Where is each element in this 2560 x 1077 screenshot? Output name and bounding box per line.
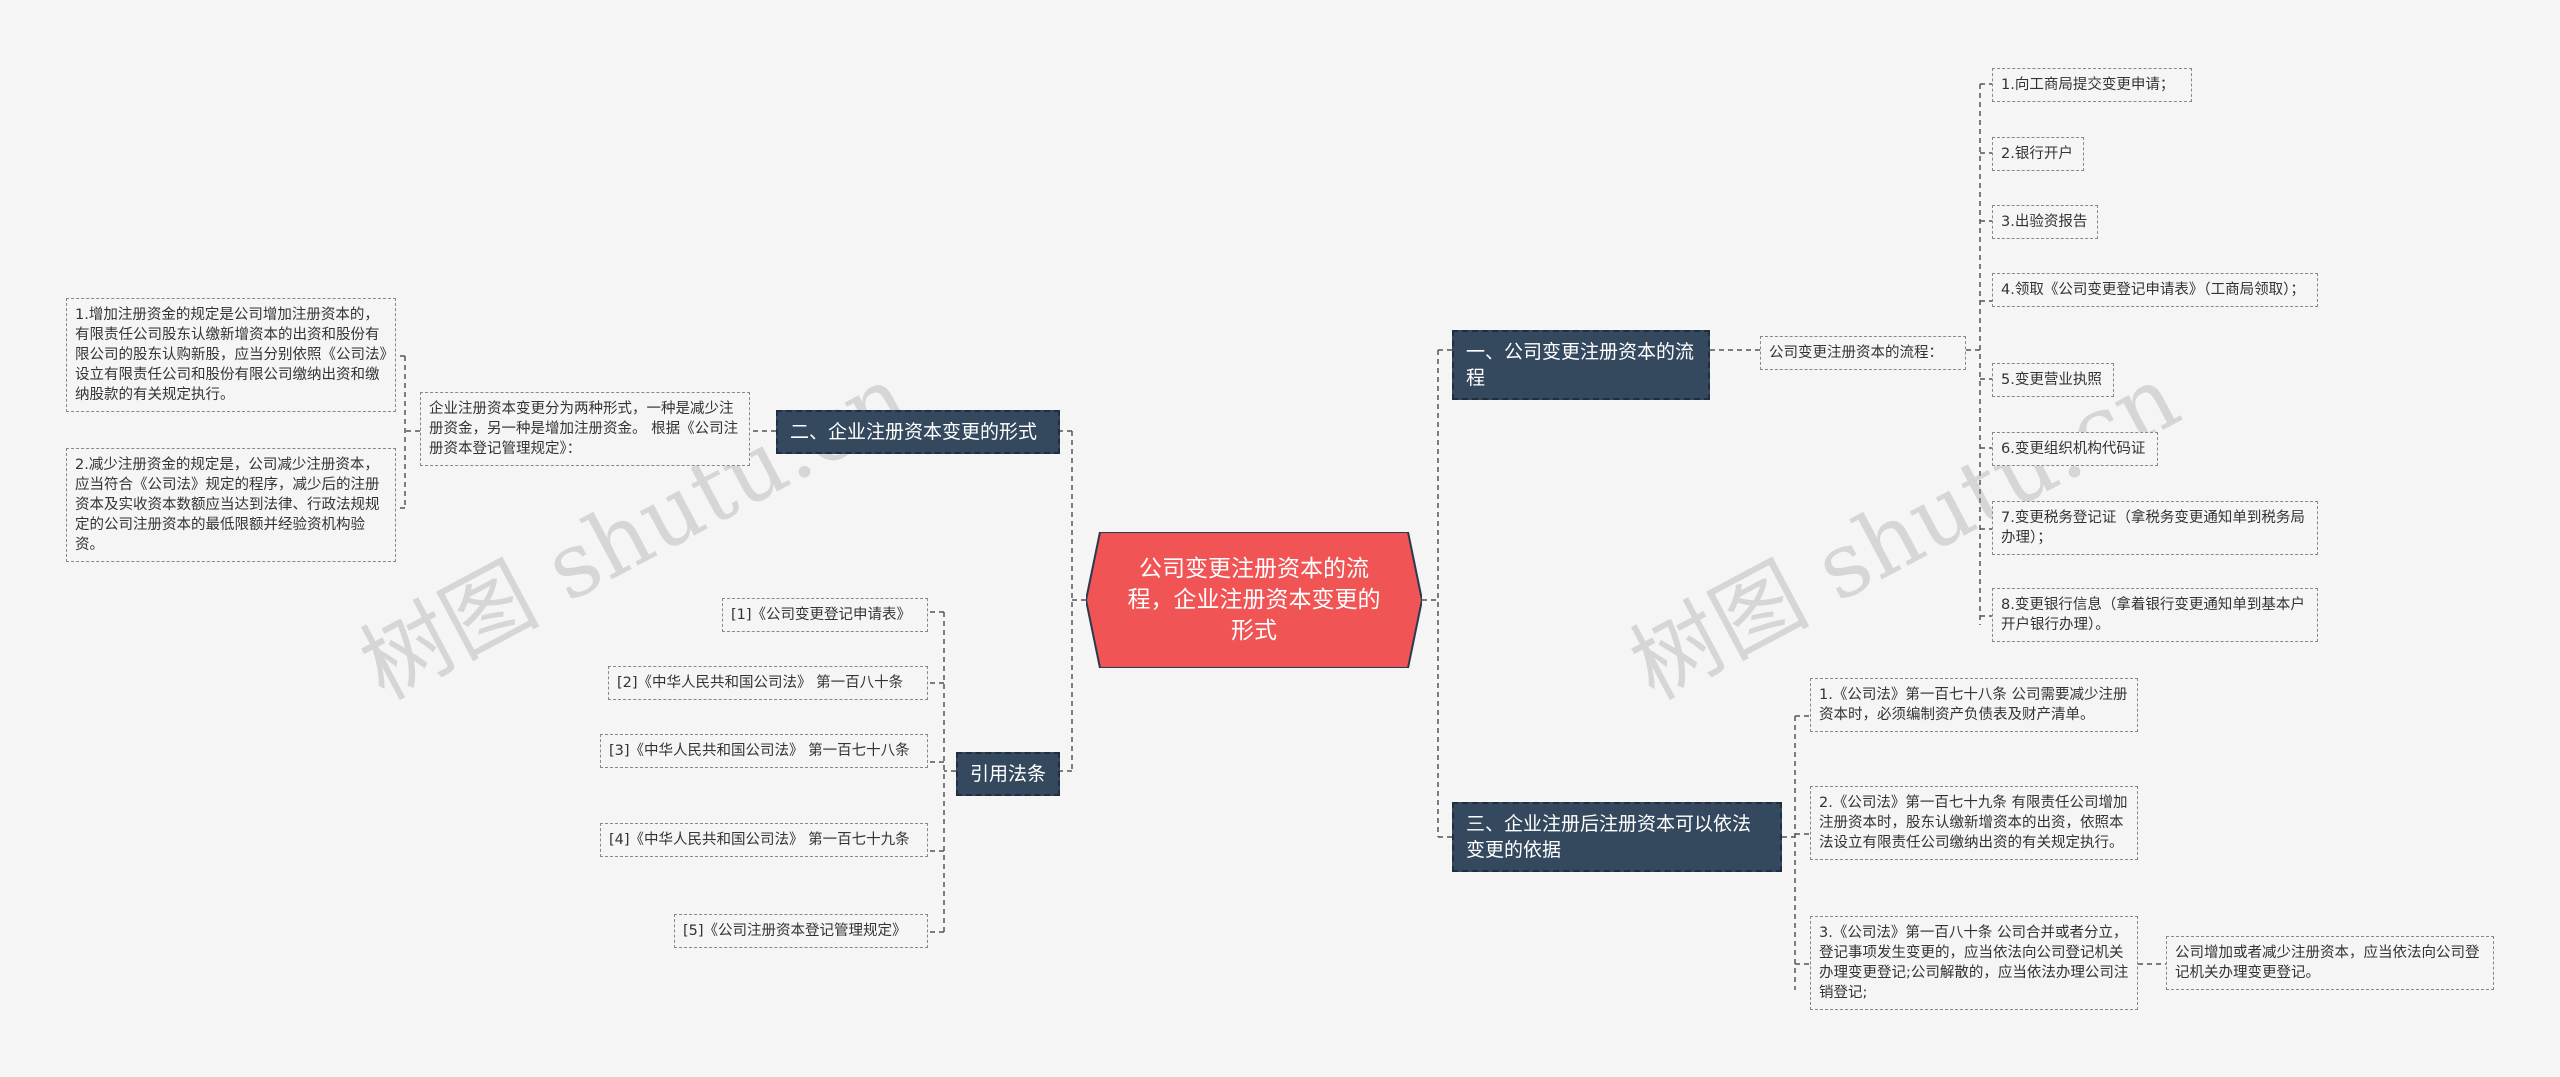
branch-change-forms[interactable]: 二、企业注册资本变更的形式 — [776, 410, 1060, 454]
change-forms-intro[interactable]: 企业注册资本变更分为两种形式，一种是减少注册资金，另一种是增加注册资金。 根据《… — [420, 392, 750, 466]
branch-registration-process[interactable]: 一、公司变更注册资本的流程 — [1452, 330, 1710, 400]
process-step-7[interactable]: 7.变更税务登记证（拿税务变更通知单到税务局办理）； — [1992, 501, 2318, 555]
change-form-increase[interactable]: 1.增加注册资金的规定是公司增加注册资本的，有限责任公司股东认缴新增资本的出资和… — [66, 298, 396, 412]
root-label: 公司变更注册资本的流程，企业注册资本变更的形式 — [1127, 555, 1381, 644]
process-step-6[interactable]: 6.变更组织机构代码证 — [1992, 432, 2158, 466]
process-step-8[interactable]: 8.变更银行信息（拿着银行变更通知单到基本户开户银行办理）。 — [1992, 588, 2318, 642]
legal-basis-item-1[interactable]: 1.《公司法》第一百七十八条 公司需要减少注册资本时，必须编制资产负债表及财产清… — [1810, 678, 2138, 732]
process-step-1[interactable]: 1.向工商局提交变更申请； — [1992, 68, 2192, 102]
branch-cited-articles[interactable]: 引用法条 — [956, 752, 1060, 796]
legal-basis-note[interactable]: 公司增加或者减少注册资本，应当依法向公司登记机关办理变更登记。 — [2166, 936, 2494, 990]
cited-article-4[interactable]: [4]《中华人民共和国公司法》 第一百七十九条 — [600, 823, 928, 857]
cited-article-1[interactable]: [1]《公司变更登记申请表》 — [722, 598, 928, 632]
root-shape — [1086, 532, 1422, 668]
cited-article-3[interactable]: [3]《中华人民共和国公司法》 第一百七十八条 — [600, 734, 928, 768]
legal-basis-item-3[interactable]: 3.《公司法》第一百八十条 公司合并或者分立，登记事项发生变更的，应当依法向公司… — [1810, 916, 2138, 1010]
process-step-4[interactable]: 4.领取《公司变更登记申请表》（工商局领取）； — [1992, 273, 2318, 307]
process-intro[interactable]: 公司变更注册资本的流程： — [1760, 336, 1966, 370]
change-form-decrease[interactable]: 2.减少注册资金的规定是，公司减少注册资本，应当符合《公司法》规定的程序，减少后… — [66, 448, 396, 562]
branch-legal-basis[interactable]: 三、企业注册后注册资本可以依法变更的依据 — [1452, 802, 1782, 872]
process-step-2[interactable]: 2.银行开户 — [1992, 137, 2084, 171]
cited-article-2[interactable]: [2]《中华人民共和国公司法》 第一百八十条 — [608, 666, 928, 700]
process-step-5[interactable]: 5.变更营业执照 — [1992, 363, 2114, 397]
process-step-3[interactable]: 3.出验资报告 — [1992, 205, 2098, 239]
cited-article-5[interactable]: [5]《公司注册资本登记管理规定》 — [674, 914, 928, 948]
root-topic[interactable]: 公司变更注册资本的流程，企业注册资本变更的形式 — [1086, 532, 1422, 668]
legal-basis-item-2[interactable]: 2.《公司法》第一百七十九条 有限责任公司增加注册资本时，股东认缴新增资本的出资… — [1810, 786, 2138, 860]
